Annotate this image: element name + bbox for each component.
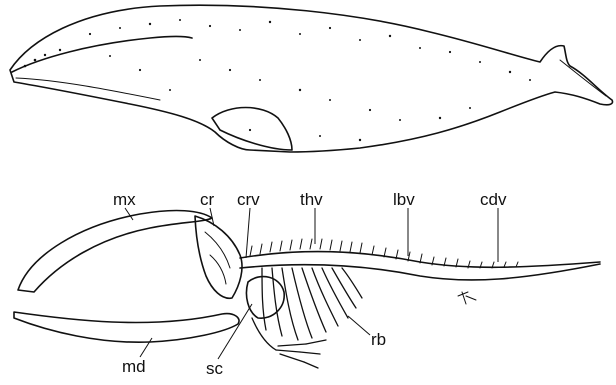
leader-md	[140, 338, 152, 357]
label-rb: rb	[371, 330, 386, 349]
label-md: md	[122, 357, 146, 376]
label-crv: crv	[237, 190, 260, 209]
label-cdv: cdv	[480, 190, 507, 209]
whale-body-illustration	[10, 5, 613, 152]
label-cr: cr	[200, 190, 215, 209]
label-thv: thv	[300, 190, 323, 209]
leader-sc	[218, 304, 252, 359]
label-sc: sc	[206, 359, 224, 378]
whale-skeleton-illustration	[14, 211, 600, 368]
label-mx: mx	[113, 190, 136, 209]
leader-mx	[125, 208, 133, 220]
leader-crv	[246, 208, 250, 258]
label-lbv: lbv	[393, 190, 415, 209]
leader-rb	[348, 316, 370, 335]
